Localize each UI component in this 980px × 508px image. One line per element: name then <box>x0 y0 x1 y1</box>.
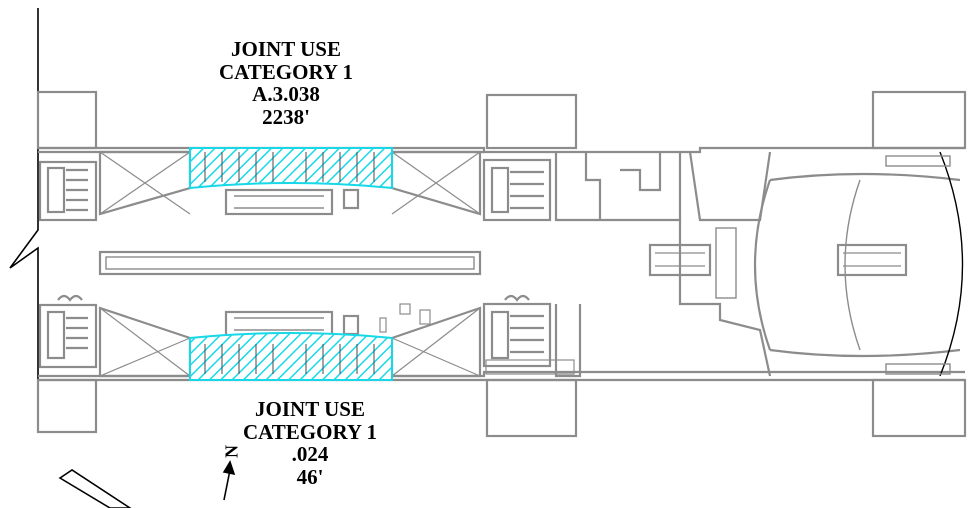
bottom-left-core <box>38 303 98 369</box>
top-label-line2: CATEGORY 1 <box>218 59 354 84</box>
bottom-bay-left <box>36 378 98 434</box>
top-left-core <box>38 160 98 222</box>
top-label-line1: JOINT USE <box>231 37 341 61</box>
bottom-bay-right <box>871 378 967 438</box>
top-area-label: JOINT USE CATEGORY 1 A.3.038 2238' <box>186 38 386 128</box>
mid-top-core <box>482 158 552 222</box>
right-bottom-fixture <box>885 363 951 375</box>
bottom-area-label: JOINT USE CATEGORY 1 .024 46' <box>210 398 410 488</box>
top-label-line3: A.3.038 <box>252 82 320 106</box>
right-escalator-b <box>836 243 908 277</box>
top-exterior-wall <box>38 146 965 154</box>
right-concourse <box>678 151 772 377</box>
right-top-fixture <box>885 155 951 167</box>
top-escalator <box>224 188 334 216</box>
mid-bottom-rooms <box>554 304 582 378</box>
top-bay-left <box>36 90 98 150</box>
right-escalator-a <box>648 243 712 277</box>
north-label: N <box>221 445 242 458</box>
top-label-line4: 2238' <box>262 104 310 129</box>
north-arrow-icon <box>58 460 236 508</box>
bottom-joint-use-area <box>189 332 393 381</box>
top-bay-right <box>871 90 967 150</box>
bottom-label-line1: JOINT USE <box>255 397 365 421</box>
top-joint-use-area <box>189 147 393 190</box>
bottom-label-line3: .024 <box>291 442 329 466</box>
central-platform <box>98 250 482 276</box>
top-bay-mid <box>485 93 578 150</box>
mid-bottom-core <box>482 302 552 368</box>
bottom-label-line4: 46' <box>296 464 324 489</box>
bottom-bay-mid <box>485 378 578 438</box>
bottom-label-line2: CATEGORY 1 <box>242 419 378 444</box>
mid-top-rooms <box>554 152 682 222</box>
break-line <box>9 8 39 430</box>
